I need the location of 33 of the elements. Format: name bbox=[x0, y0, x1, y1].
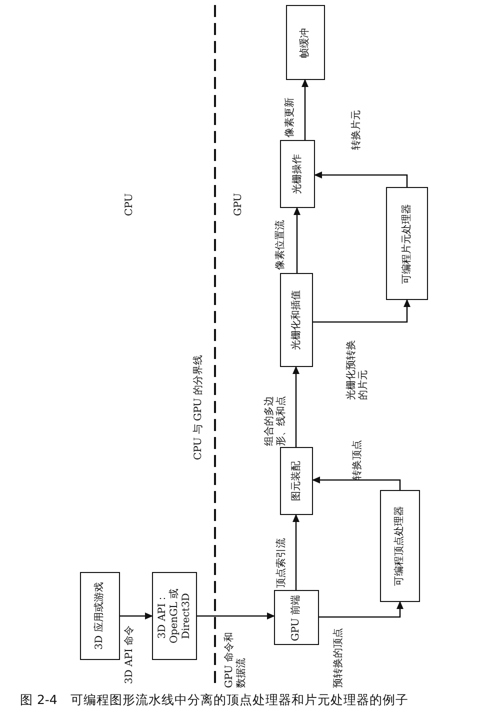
process-box: 光栅化和插值 bbox=[280, 273, 313, 367]
arrow bbox=[292, 366, 300, 447]
edge-label: 3D API 命令 bbox=[124, 624, 136, 684]
edge-label: 像素位置流 bbox=[275, 219, 287, 270]
edge-label: 转换顶点 bbox=[352, 439, 364, 480]
process-box: 3D API：OpenGL 或 Direct3D bbox=[152, 572, 197, 660]
process-box: GPU 前端 bbox=[274, 590, 319, 645]
edge-label: 转换片元 bbox=[351, 109, 363, 150]
edge-label: 光栅化预转换的片元 bbox=[346, 339, 370, 400]
arrow bbox=[312, 476, 401, 490]
process-box: 3D 应用或游戏 bbox=[80, 572, 120, 660]
arrow bbox=[313, 299, 410, 323]
arrow bbox=[120, 612, 153, 620]
arrow bbox=[292, 514, 300, 590]
edge-label: 组合的多边形、线和点 bbox=[264, 395, 288, 446]
arrow bbox=[319, 601, 404, 618]
edge-label: 顶点索引流 bbox=[276, 537, 288, 588]
figure-caption: 图 2-4 可编程图形流水线中分离的顶点处理器和片元处理器的例子 bbox=[20, 692, 410, 709]
process-box: 图元装配 bbox=[280, 447, 313, 515]
arrow bbox=[197, 612, 275, 620]
arrow bbox=[314, 172, 408, 187]
divider-label: CPU 与 GPU 的分界线 bbox=[193, 354, 205, 460]
edge-label: GPU 命令和数据流 bbox=[224, 630, 248, 688]
process-box: 帧缓冲 bbox=[286, 5, 325, 80]
edge-label: 像素更新 bbox=[284, 96, 296, 137]
arrow bbox=[294, 207, 300, 273]
process-box: 可编程顶点处理器 bbox=[380, 490, 420, 602]
process-box: 光栅操作 bbox=[280, 140, 315, 208]
region-label: CPU bbox=[124, 192, 136, 216]
region-label: GPU bbox=[233, 192, 245, 216]
process-box: 可编程片元处理器 bbox=[386, 187, 428, 300]
arrow bbox=[302, 79, 308, 140]
edge-label: 预转换的顶点 bbox=[333, 627, 345, 688]
